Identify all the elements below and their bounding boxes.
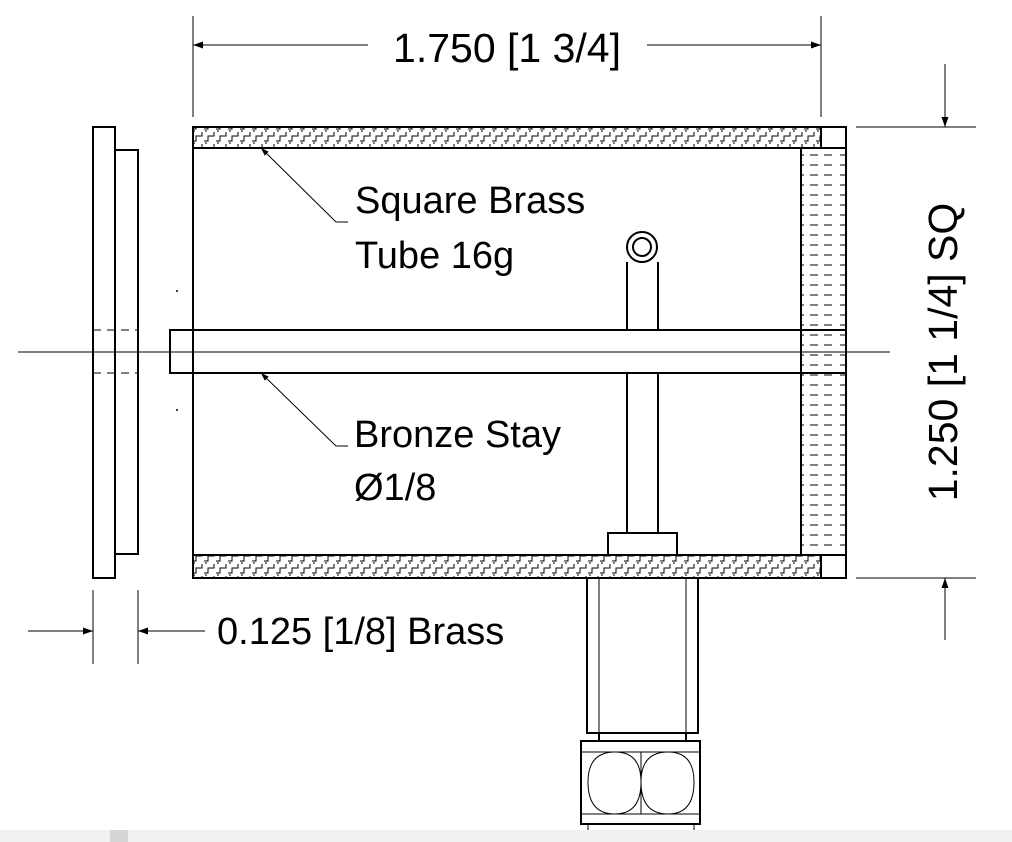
plate-thickness-dimension: 0.125 [1/8] Brass xyxy=(28,590,504,664)
stray-dot xyxy=(176,290,178,292)
height-dimension-label: 1.250 [1 1/4] SQ xyxy=(920,203,966,502)
bottom-strip xyxy=(0,830,1012,842)
pipe-fitting xyxy=(580,231,701,830)
width-dimension-label: 1.750 [1 3/4] xyxy=(393,25,621,71)
bottom-strip-tab xyxy=(110,830,128,842)
square-brass-tube xyxy=(192,126,847,579)
width-dimension: 1.750 [1 3/4] xyxy=(192,16,822,117)
stay-callout: Bronze Stay Ø1/8 xyxy=(260,372,561,509)
stay-callout-line1: Bronze Stay xyxy=(354,414,561,456)
height-dimension: 1.250 [1 1/4] SQ xyxy=(856,64,976,640)
tube-callout-line1: Square Brass xyxy=(355,180,585,222)
tube-callout: Square Brass Tube 16g xyxy=(260,147,585,277)
pipe-ring xyxy=(626,231,658,263)
tube-callout-line2: Tube 16g xyxy=(355,235,514,277)
plate-thickness-label: 0.125 [1/8] Brass xyxy=(217,611,504,653)
stay-callout-line2: Ø1/8 xyxy=(354,467,436,509)
stray-dot xyxy=(176,409,178,411)
